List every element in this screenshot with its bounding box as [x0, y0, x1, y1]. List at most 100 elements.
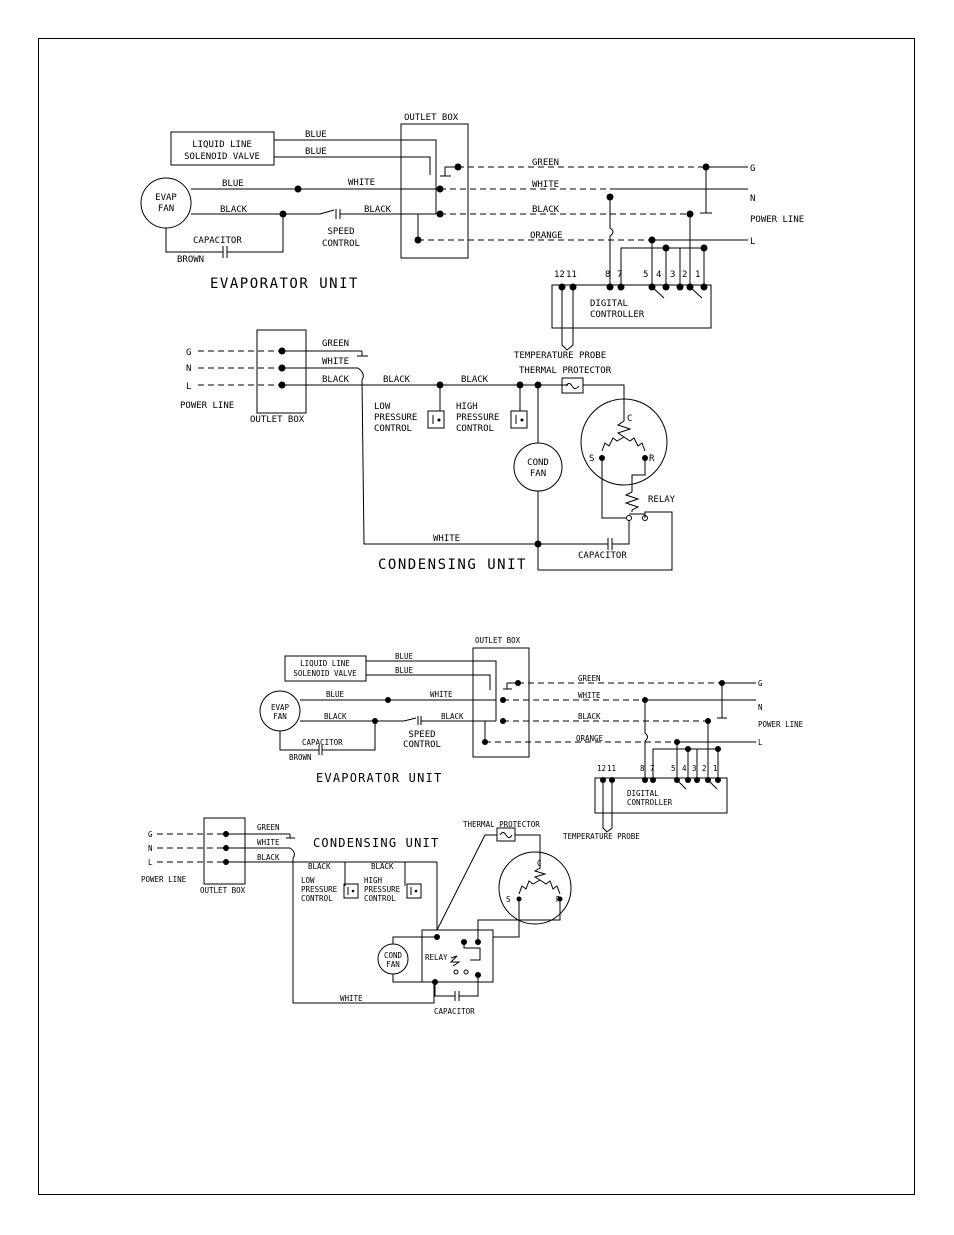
high-pressure-label-2: PRESSURE	[456, 413, 499, 423]
condensing-unit-title-1: CONDENSING UNIT	[378, 557, 527, 573]
high-pressure-label-3: CONTROL	[456, 424, 494, 434]
page-frame	[38, 38, 915, 1195]
low-pressure-label-2: PRESSURE	[374, 413, 417, 423]
line-n-label-3: N	[758, 703, 763, 712]
evaporator-unit-title-1: EVAPORATOR UNIT	[210, 276, 359, 292]
wire-label-black-6: BLACK	[461, 375, 489, 385]
line-n-label-1: N	[750, 194, 755, 204]
low-pressure-label-2a: LOW	[301, 876, 315, 885]
wire-label-blue-3: BLUE	[222, 179, 244, 189]
wire-label-black-1: BLACK	[220, 205, 248, 215]
power-line-label-1: POWER LINE	[750, 215, 804, 225]
terminal-4-2: 4	[682, 764, 687, 773]
cond-fan-label-1a: COND	[527, 458, 549, 468]
diagram-2-evaporator: LIQUID LINE SOLENOID VALVE BLUE BLUE EVA…	[259, 636, 804, 841]
digital-controller-1	[551, 284, 712, 329]
outlet-box-2	[256, 329, 307, 414]
capacitor-label-1: CAPACITOR	[193, 236, 242, 246]
power-line-label-2: POWER LINE	[180, 401, 234, 411]
wire-label-black-2a: BLACK	[324, 712, 347, 721]
solenoid-valve-box	[170, 131, 275, 166]
wire-label-blue-1: BLUE	[305, 130, 327, 140]
wire-label-blue-2: BLUE	[305, 147, 327, 157]
wire-label-black-5: BLACK	[383, 375, 411, 385]
power-line-label-4: POWER LINE	[141, 875, 187, 884]
wire-label-black-4a: BLACK	[257, 853, 280, 862]
line-n-label-2: N	[186, 364, 191, 374]
line-l-label-4: L	[148, 858, 153, 867]
wire-label-black-4c: BLACK	[371, 862, 394, 871]
outlet-box-4	[203, 817, 246, 885]
wire-label-blue-2b: BLUE	[395, 666, 414, 675]
wire-label-black-2: BLACK	[364, 205, 392, 215]
high-pressure-label-2c: CONTROL	[364, 894, 396, 903]
solenoid-label-2b: SOLENOID VALVE	[293, 669, 357, 678]
wire-label-white-4a: WHITE	[257, 838, 280, 847]
high-pressure-label-1: HIGH	[456, 402, 478, 412]
wire-label-orange-1: ORANGE	[530, 231, 563, 241]
digital-controller-2	[594, 777, 728, 814]
high-pressure-label-2b: PRESSURE	[364, 885, 401, 894]
wire-label-black-2b: BLACK	[441, 712, 464, 721]
terminal-2-1: 2	[682, 270, 687, 280]
wire-label-white-4: WHITE	[433, 534, 460, 544]
outlet-box-label-4: OUTLET BOX	[200, 886, 246, 895]
terminal-11-1: 11	[566, 270, 577, 280]
diagram-2-condensing: G N L POWER LINE OUTLET BOX GREEN WHITE …	[141, 817, 572, 1016]
wire-label-white-1: WHITE	[348, 178, 375, 188]
wire-label-green-4: GREEN	[257, 823, 280, 832]
relay-label-2: RELAY	[425, 953, 448, 962]
line-g-label-4: G	[148, 830, 153, 839]
terminal-3-1: 3	[670, 270, 675, 280]
terminal-5-2: 5	[671, 764, 676, 773]
wire-label-blue-2c: BLUE	[326, 690, 345, 699]
digital-controller-label-1a: DIGITAL	[590, 299, 628, 309]
terminal-8-2: 8	[640, 764, 645, 773]
condensing-unit-title-2: CONDENSING UNIT	[313, 836, 439, 850]
wire-label-black-4b: BLACK	[308, 862, 331, 871]
wire-label-white-3: WHITE	[322, 357, 349, 367]
evap-fan-label-1: EVAP	[155, 193, 177, 203]
wire-label-white-2a: WHITE	[430, 690, 453, 699]
capacitor-label-2a: CAPACITOR	[302, 738, 343, 747]
wire-label-black-4: BLACK	[322, 375, 350, 385]
evap-fan-label-2a: EVAP	[271, 703, 290, 712]
speed-control-label-2b: CONTROL	[403, 740, 441, 750]
line-l-label-3: L	[758, 738, 763, 747]
cond-fan-label-1b: FAN	[530, 469, 546, 479]
line-l-label-1: L	[750, 237, 755, 247]
high-pressure-switch-2	[406, 883, 422, 899]
speed-control-label-2: CONTROL	[322, 239, 360, 249]
power-line-label-3: POWER LINE	[758, 720, 804, 729]
solenoid-valve-box-2	[284, 655, 367, 682]
low-pressure-switch-2	[343, 883, 359, 899]
temperature-probe-label-1: TEMPERATURE PROBE	[514, 351, 606, 361]
cond-fan-label-2a: COND	[384, 951, 403, 960]
evap-fan-label-2: FAN	[158, 204, 174, 214]
terminal-11-2: 11	[607, 764, 616, 773]
wire-label-green-1: GREEN	[532, 158, 559, 168]
wire-label-green-2: GREEN	[322, 339, 349, 349]
wire-label-green-2a: GREEN	[578, 674, 601, 683]
outlet-box-label-2: OUTLET BOX	[250, 415, 305, 425]
terminal-4-1: 4	[656, 270, 661, 280]
relay-label-1: RELAY	[648, 495, 676, 505]
line-g-label-1: G	[750, 164, 755, 174]
terminal-7-2: 7	[650, 764, 655, 773]
line-g-label-3: G	[758, 679, 763, 688]
line-l-label-2: L	[186, 382, 191, 392]
outlet-box-3	[472, 647, 530, 758]
cond-fan-label-2b: FAN	[386, 960, 400, 969]
relay-box-2	[421, 929, 494, 983]
evaporator-unit-title-2: EVAPORATOR UNIT	[316, 771, 442, 785]
outlet-box-1	[400, 123, 469, 259]
outlet-box-label-1: OUTLET BOX	[404, 113, 459, 123]
wire-label-black-3: BLACK	[532, 205, 560, 215]
capacitor-label-2b: CAPACITOR	[434, 1007, 475, 1016]
wire-label-black-2c: BLACK	[578, 712, 601, 721]
thermal-protector-label-2: THERMAL PROTECTOR	[463, 820, 540, 829]
wire-label-white-2b: WHITE	[578, 691, 601, 700]
solenoid-label-2: SOLENOID VALVE	[184, 152, 260, 162]
diagram-1-evaporator: LIQUID LINE SOLENOID VALVE BLUE BLUE EVA…	[140, 113, 804, 361]
terminal-3-2: 3	[692, 764, 697, 773]
